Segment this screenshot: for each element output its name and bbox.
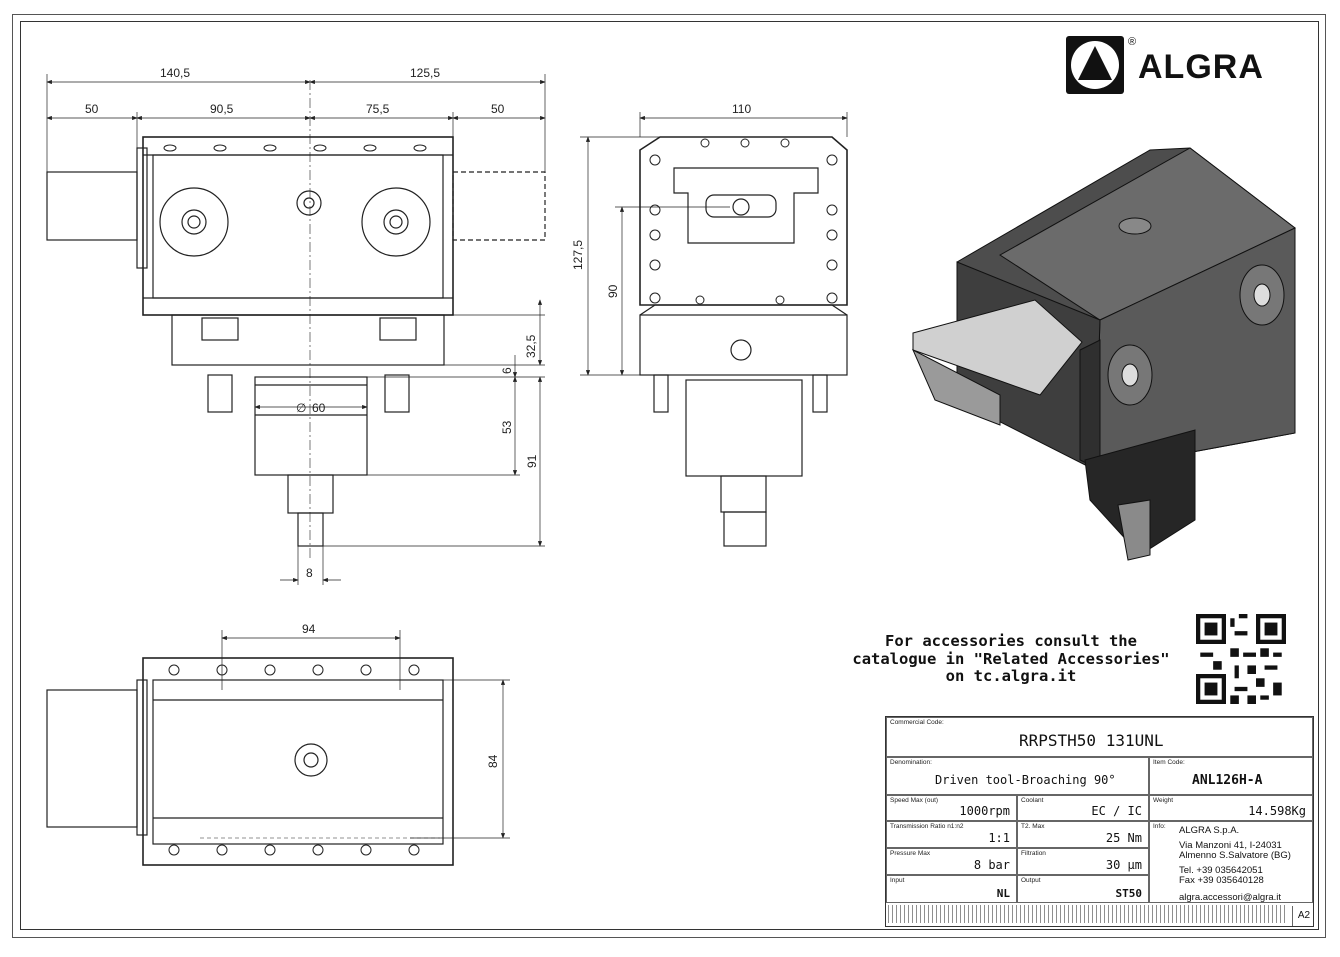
ratio-cell: Transmission Ratio n1:n2 1:1: [886, 821, 1017, 848]
dim-front-total-left: 140,5: [160, 66, 190, 80]
filtration-value: 30 µm: [1105, 858, 1142, 872]
company-address-2: Almenno S.Salvatore (BG): [1179, 850, 1291, 861]
ratio-label: Transmission Ratio n1:n2: [890, 823, 964, 830]
side-view: [639, 136, 848, 547]
fine-print-disclaimer: [888, 905, 1288, 923]
dim-side-width: 110: [732, 102, 751, 116]
commercial-code-label: Commercial Code:: [890, 719, 944, 726]
pressure-cell: Pressure Max 8 bar: [886, 848, 1017, 875]
pressure-label: Pressure Max: [890, 850, 931, 857]
drawing-inner-frame: [20, 21, 1319, 930]
output-label: Output: [1021, 877, 1041, 884]
company-tel: Tel. +39 035642051: [1179, 864, 1263, 876]
speed-value: 1000rpm: [959, 804, 1010, 818]
dim-side-height2: 90: [606, 284, 620, 298]
logo-text: ALGRA: [1138, 48, 1264, 86]
info-cell: Info:: [1149, 821, 1313, 903]
notice-line-1: For accessories consult the: [885, 632, 1137, 650]
item-code-value: ANL126H-A: [1192, 773, 1263, 788]
output-cell: Output ST50: [1017, 875, 1149, 903]
notice-line-3: on tc.algra.it: [945, 667, 1077, 685]
weight-value: 14.598Kg: [1248, 804, 1306, 818]
front-view-dimensions: [46, 74, 546, 585]
dim-front-total-right: 125,5: [410, 66, 440, 80]
denomination-cell: Denomination: Driven tool-Broaching 90°: [886, 757, 1149, 795]
input-cell: Input NL: [886, 875, 1017, 903]
dia-symbol: ∅: [296, 401, 306, 415]
filtration-label: Filtration: [1021, 850, 1046, 857]
denomination-label: Denomination:: [890, 759, 932, 766]
dim-front-h4: 91: [525, 454, 539, 468]
item-code-label: Item Code:: [1153, 759, 1185, 766]
side-view-dim-texts: 110 127,5 90: [571, 102, 751, 298]
front-view: [46, 80, 546, 560]
registered-mark: ®: [1128, 36, 1137, 48]
coolant-label: Coolant: [1021, 797, 1044, 804]
isometric-view: [911, 147, 1296, 561]
output-value: ST50: [1115, 887, 1143, 900]
sheet-size: A2: [1292, 906, 1315, 926]
weight-label: Weight: [1153, 797, 1174, 804]
front-view-dim-texts: 140,5 125,5 50 90,5 75,5 50 32,5 6 53 91…: [85, 66, 539, 580]
pressure-value: 8 bar: [973, 858, 1010, 872]
dim-top-height: 84: [486, 754, 500, 768]
side-view-dimensions: [580, 112, 848, 376]
company-fax: Fax +39 035640128: [1179, 875, 1264, 886]
qr-code-icon[interactable]: [1196, 614, 1286, 704]
algra-logo-mark: [1066, 36, 1124, 94]
company-info: ALGRA S.p.A. Via Manzoni 41, I-24031 Alm…: [1179, 825, 1291, 903]
input-label: Input: [890, 877, 905, 884]
speed-label: Speed Max (out): [890, 797, 939, 804]
drawing-outer-frame: [12, 14, 1326, 938]
company-email[interactable]: algra.accessori@algra.it: [1179, 891, 1282, 903]
ratio-value: 1:1: [988, 831, 1010, 845]
input-value: NL: [996, 887, 1010, 900]
dim-front-h3: 53: [500, 420, 514, 434]
coolant-cell: Coolant EC / IC: [1017, 795, 1149, 821]
dim-side-height: 127,5: [571, 240, 585, 270]
triangle-icon: [1071, 41, 1119, 89]
top-view: [46, 657, 454, 866]
dim-top-width: 94: [302, 622, 316, 636]
item-code-cell: Item Code: ANL126H-A: [1149, 757, 1313, 795]
top-view-dimensions: [221, 630, 510, 839]
dim-front-shank: 8: [306, 566, 313, 580]
dim-front-h1: 32,5: [524, 334, 538, 358]
dim-front-h2: 6: [500, 367, 514, 374]
algra-logo: ® ALGRA: [1066, 36, 1306, 96]
info-label: Info:: [1153, 823, 1166, 830]
dim-front-seg3: 75,5: [366, 102, 390, 116]
coolant-value: EC / IC: [1091, 804, 1142, 818]
commercial-code-cell: Commercial Code: RRPSTH50 131UNL: [886, 717, 1313, 757]
denomination-value: Driven tool-Broaching 90°: [935, 773, 1116, 787]
title-block: Commercial Code: RRPSTH50 131UNL Denomin…: [885, 716, 1314, 927]
weight-cell: Weight 14.598Kg: [1149, 795, 1313, 821]
torque-value: 25 Nm: [1105, 831, 1142, 845]
torque-cell: T2. Max 25 Nm: [1017, 821, 1149, 848]
top-view-dim-texts: 94 84: [302, 622, 500, 768]
filtration-cell: Filtration 30 µm: [1017, 848, 1149, 875]
dim-front-seg2: 90,5: [210, 102, 234, 116]
commercial-code-value: RRPSTH50 131UNL: [1019, 731, 1164, 750]
dim-front-seg1: 50: [85, 102, 99, 116]
dim-front-dia: 60: [312, 401, 326, 415]
accessories-notice: For accessories consult the catalogue in…: [836, 632, 1186, 686]
torque-label: T2. Max: [1021, 823, 1045, 830]
company-address-1: Via Manzoni 41, I-24031: [1179, 839, 1282, 851]
notice-line-2: catalogue in "Related Accessories": [852, 649, 1170, 668]
speed-cell: Speed Max (out) 1000rpm: [886, 795, 1017, 821]
dim-front-seg4: 50: [491, 102, 505, 116]
company-name: ALGRA S.p.A.: [1179, 825, 1240, 836]
